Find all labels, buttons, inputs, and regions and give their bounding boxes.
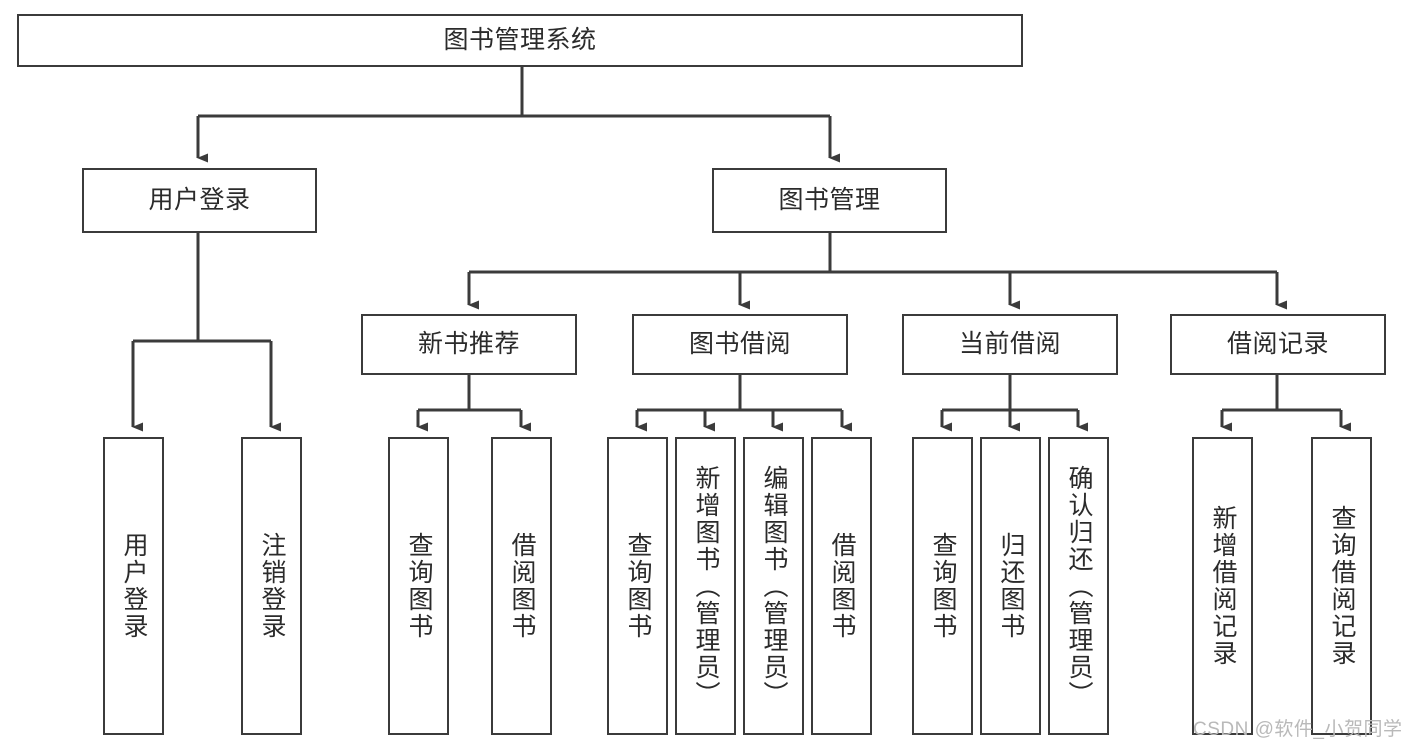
- node-label: 借阅记录: [1226, 330, 1329, 359]
- node-label: 用户登录: [148, 186, 251, 215]
- node-label: 查询图书: [624, 532, 652, 640]
- node-new-book-recommend[interactable]: 新书推荐: [361, 314, 577, 375]
- leaf-record-add-record[interactable]: 新增借阅记录: [1192, 437, 1253, 735]
- node-label: 注销登录: [258, 532, 286, 640]
- leaf-borrow-borrow-book[interactable]: 借阅图书: [811, 437, 872, 735]
- node-label: 图书借阅: [688, 330, 791, 359]
- node-book-borrow[interactable]: 图书借阅: [632, 314, 848, 375]
- node-label: 编辑图书（管理员）: [760, 464, 788, 708]
- node-label: 新增借阅记录: [1209, 505, 1237, 667]
- node-root-system[interactable]: 图书管理系统: [17, 14, 1023, 67]
- leaf-borrow-query-book[interactable]: 查询图书: [607, 437, 668, 735]
- node-label: 用户登录: [120, 532, 148, 640]
- node-label: 查询借阅记录: [1328, 505, 1356, 667]
- node-label: 新增图书（管理员）: [692, 464, 720, 708]
- node-label: 确认归还（管理员）: [1065, 464, 1093, 708]
- leaf-record-query-record[interactable]: 查询借阅记录: [1311, 437, 1372, 735]
- leaf-user-login-login[interactable]: 用户登录: [103, 437, 164, 735]
- leaf-current-query-book[interactable]: 查询图书: [912, 437, 973, 735]
- node-borrow-record[interactable]: 借阅记录: [1170, 314, 1386, 375]
- node-label: 新书推荐: [417, 330, 520, 359]
- node-label: 查询图书: [929, 532, 957, 640]
- node-label: 图书管理: [778, 186, 881, 215]
- leaf-borrow-add-book-admin[interactable]: 新增图书（管理员）: [675, 437, 736, 735]
- node-book-management[interactable]: 图书管理: [712, 168, 947, 233]
- leaf-borrow-edit-book-admin[interactable]: 编辑图书（管理员）: [743, 437, 804, 735]
- node-label: 查询图书: [405, 532, 433, 640]
- leaf-current-confirm-return-admin[interactable]: 确认归还（管理员）: [1048, 437, 1109, 735]
- leaf-user-login-logout[interactable]: 注销登录: [241, 437, 302, 735]
- node-label: 归还图书: [997, 532, 1025, 640]
- node-current-borrow[interactable]: 当前借阅: [902, 314, 1118, 375]
- node-label: 图书管理系统: [443, 26, 597, 55]
- node-user-login[interactable]: 用户登录: [82, 168, 317, 233]
- node-label: 借阅图书: [828, 532, 856, 640]
- leaf-recommend-borrow-book[interactable]: 借阅图书: [491, 437, 552, 735]
- csdn-watermark: CSDN @软件_小贺同学: [1193, 719, 1403, 740]
- node-label: 借阅图书: [508, 532, 536, 640]
- node-label: 当前借阅: [958, 330, 1061, 359]
- leaf-current-return-book[interactable]: 归还图书: [980, 437, 1041, 735]
- leaf-recommend-query-book[interactable]: 查询图书: [388, 437, 449, 735]
